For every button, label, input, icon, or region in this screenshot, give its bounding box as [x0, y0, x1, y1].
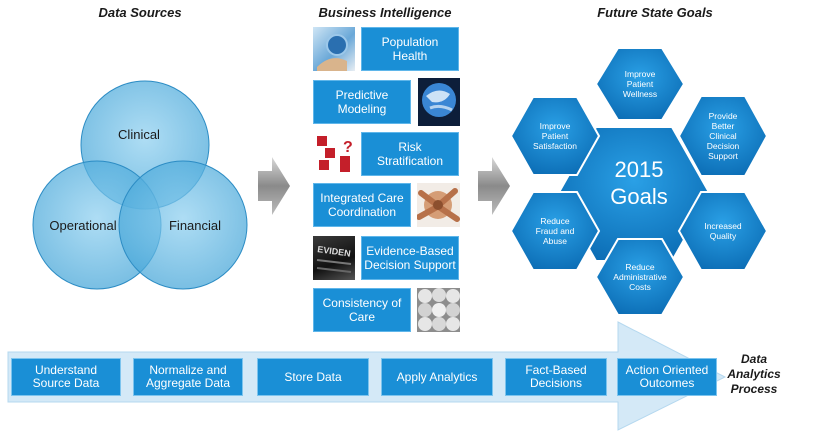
hex-label-admin-costs-line-3: Costs [629, 282, 651, 292]
business-intelligence-title: Business Intelligence [318, 5, 452, 20]
hex-label-clinical-support-line-4: Decision [707, 141, 740, 151]
process-title-line-2: Analytics [727, 367, 781, 381]
data-sources-venn: Clinical Operational Financial [32, 80, 248, 290]
clinical-label: Clinical [118, 127, 160, 142]
bi-box-integrated-care: Integrated Care Coordination [313, 183, 411, 227]
hex-label-satisfaction-line-2: Patient [542, 131, 569, 141]
hex-label-fraud-abuse-line-1: Reduce [540, 216, 570, 226]
goals-hexagon-cluster: 2015 Goals ImprovePatientWellnessProvide… [509, 47, 769, 316]
operational-label: Operational [49, 218, 116, 233]
center-goal-year: 2015 [615, 157, 664, 182]
hex-label-quality-line-2: Quality [710, 231, 737, 241]
hex-label-wellness-line-2: Patient [627, 79, 654, 89]
bi-box-risk-stratification: Risk Stratification [361, 132, 459, 176]
hex-label-satisfaction-line-1: Improve [540, 121, 571, 131]
svg-text:EVIDEN: EVIDEN [317, 244, 352, 259]
hex-label-fraud-abuse-line-3: Abuse [543, 236, 567, 246]
process-title-line-3: Process [730, 382, 778, 396]
hex-reduce-administrative [594, 238, 686, 316]
step-apply-analytics: Apply Analytics [381, 358, 493, 396]
bi-box-evidence-based: Evidence-Based Decision Support [361, 236, 459, 280]
hands-together-image [417, 183, 460, 227]
hex-label-clinical-support-line-2: Better [712, 121, 735, 131]
hex-label-wellness-line-3: Wellness [623, 89, 657, 99]
hex-provide-better-clinical [677, 95, 769, 177]
hex-label-satisfaction-line-3: Satisfaction [533, 141, 577, 151]
bi-box-population-health: Population Health [361, 27, 459, 71]
step-action-oriented-outcomes: Action Oriented Outcomes [617, 358, 717, 396]
hex-reduce-fraud [509, 191, 601, 271]
hex-label-clinical-support-line-5: Support [708, 151, 738, 161]
financial-circle [118, 160, 248, 290]
hex-increased-quality [677, 191, 769, 271]
svg-text:?: ? [343, 139, 353, 156]
hex-label-clinical-support-line-1: Provide [709, 111, 738, 121]
center-goal-word: Goals [610, 184, 667, 209]
flow-arrow-1 [258, 157, 290, 215]
step-store-data: Store Data [257, 358, 369, 396]
step-normalize-aggregate: Normalize and Aggregate Data [133, 358, 243, 396]
hex-label-quality-line-1: Increased [704, 221, 742, 231]
financial-label: Financial [169, 218, 221, 233]
hex-label-admin-costs-line-1: Reduce [625, 262, 655, 272]
process-title-line-1: Data [740, 352, 767, 366]
earth-globe-image [418, 78, 460, 126]
risk-dice-image: ? [313, 132, 355, 176]
hex-improve-patient-satisfaction [509, 96, 601, 176]
hex-improve-patient-wellness [594, 47, 686, 121]
future-state-goals-title: Future State Goals [597, 5, 713, 20]
bi-box-consistency-of-care: Consistency of Care [313, 288, 411, 332]
step-understand-source-data: Understand Source Data [11, 358, 121, 396]
hex-label-wellness-line-1: Improve [625, 69, 656, 79]
hex-label-admin-costs-line-2: Administrative [613, 272, 667, 282]
globe-hand-image [313, 27, 355, 71]
hex-label-fraud-abuse-line-2: Fraud and [536, 226, 575, 236]
step-fact-based-decisions: Fact-Based Decisions [505, 358, 607, 396]
bi-box-predictive-modeling: Predictive Modeling [313, 80, 411, 124]
evidence-text-image: EVIDEN [313, 236, 355, 280]
data-sources-title: Data Sources [98, 5, 182, 20]
hex-label-clinical-support-line-3: Clinical [709, 131, 737, 141]
golf-balls-image [417, 288, 460, 332]
flow-arrow-2 [478, 157, 510, 215]
